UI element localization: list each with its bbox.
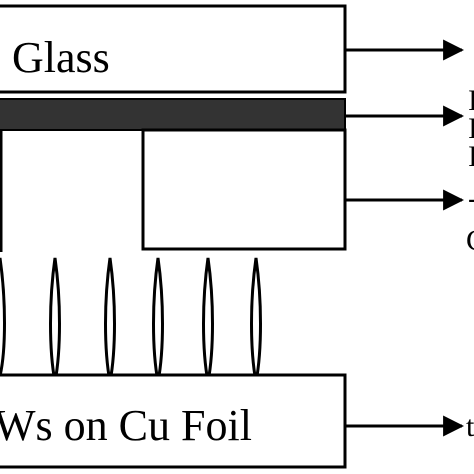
nanowire [250, 257, 262, 383]
nanowire [49, 257, 61, 383]
spacer-block [141, 128, 347, 251]
callout-label-glyph: I [468, 112, 474, 145]
dark-coating-layer [0, 98, 346, 131]
nanowire-array [0, 257, 262, 383]
nanowire [152, 257, 164, 383]
nanowire [0, 257, 6, 377]
glass-label: Glass [12, 33, 110, 82]
callout-label-glyph: C [466, 224, 474, 257]
callout-label-glyph: I [468, 84, 474, 117]
cu-foil-block [0, 373, 347, 469]
callout-label-glyph: I [468, 140, 474, 173]
nanowire [202, 257, 214, 383]
callout-label-glyph: t [466, 410, 474, 443]
callout-label-glyph: - [468, 182, 474, 215]
cu-foil-label: Ws on Cu Foil [0, 401, 252, 450]
nanowire [104, 257, 116, 383]
